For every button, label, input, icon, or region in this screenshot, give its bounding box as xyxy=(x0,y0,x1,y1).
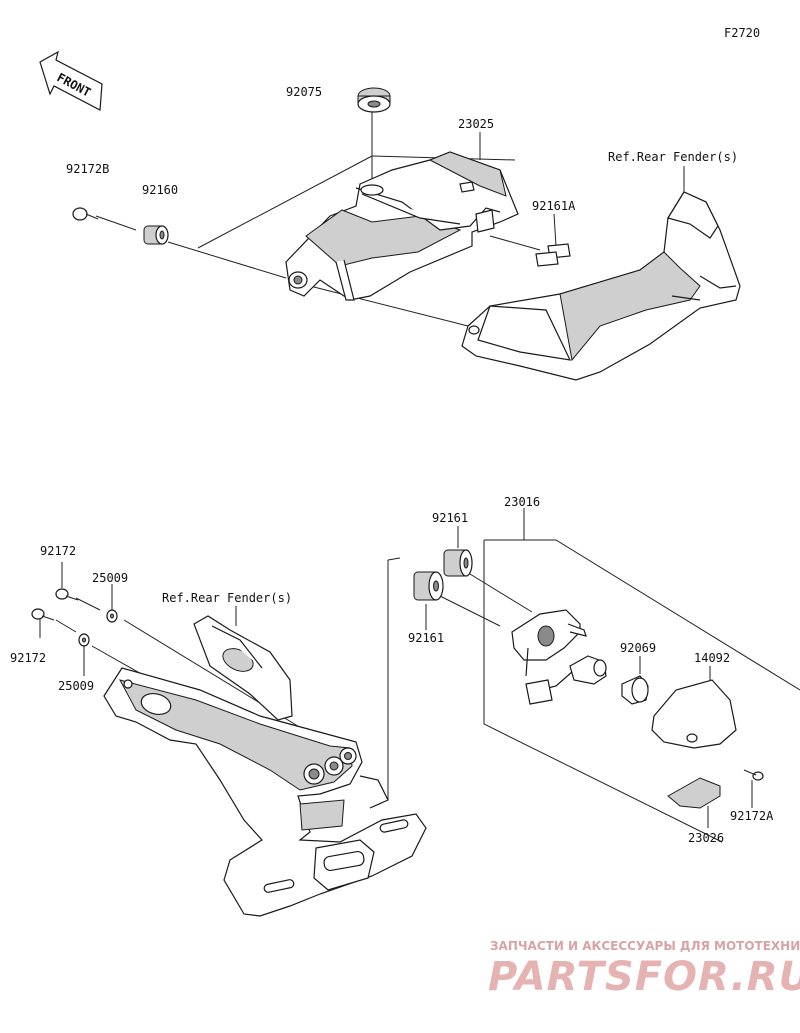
bolt-92172B xyxy=(72,207,99,221)
diagram-code: F2720 xyxy=(724,26,760,40)
rear-fender-ref-upper xyxy=(461,191,741,381)
washer-25009-upper xyxy=(106,609,118,623)
lens-14092 xyxy=(651,679,737,749)
screw-92172A xyxy=(743,769,764,781)
label-92160: 92160 xyxy=(142,183,178,197)
watermark-brand: PARTSFOR.RU xyxy=(488,954,800,1000)
bolt-92172-upper xyxy=(55,588,79,601)
front-arrow-icon: FRONT xyxy=(39,50,103,111)
reflector-23026 xyxy=(667,777,721,809)
rear-fender-ref-lower xyxy=(193,615,293,721)
license-bracket-assembly xyxy=(31,557,427,917)
turn-signal-assembly xyxy=(413,508,800,843)
label-92069: 92069 xyxy=(620,641,656,655)
tail-cover-assembly xyxy=(72,87,741,381)
washer-25009-lower xyxy=(78,633,90,647)
watermark-tagline: ЗАПЧАСТИ И АКСЕССУАРЫ ДЛЯ МОТОТЕХНИКИ xyxy=(490,939,800,953)
grommet-92160 xyxy=(143,225,169,245)
label-92172-top: 92172 xyxy=(40,544,76,558)
bolt-92172-lower xyxy=(31,608,55,621)
clip-92161A xyxy=(535,243,571,267)
bulb-92069 xyxy=(621,675,649,705)
grommet-92161-upper xyxy=(443,549,473,577)
label-23026: 23026 xyxy=(688,831,724,845)
socket-wire xyxy=(525,655,607,705)
label-92161-top: 92161 xyxy=(432,511,468,525)
grommet-92075 xyxy=(357,87,391,113)
label-92172-bottom: 92172 xyxy=(10,651,46,665)
label-14092: 14092 xyxy=(694,651,730,665)
label-25009-bottom: 25009 xyxy=(58,679,94,693)
label-25009-top: 25009 xyxy=(92,571,128,585)
signal-housing xyxy=(511,609,587,677)
label-92161-bottom: 92161 xyxy=(408,631,444,645)
license-plate-bracket xyxy=(103,667,427,917)
label-92075: 92075 xyxy=(286,85,322,99)
label-ref-rear-fender-bottom: Ref.Rear Fender(s) xyxy=(162,591,292,605)
label-23025: 23025 xyxy=(458,117,494,131)
tail-cover-23025 xyxy=(285,151,519,301)
label-ref-rear-fender-top: Ref.Rear Fender(s) xyxy=(608,150,738,164)
label-92161A: 92161A xyxy=(532,199,576,213)
label-23016: 23016 xyxy=(504,495,540,509)
label-92172B: 92172B xyxy=(66,162,109,176)
grommet-92161-lower xyxy=(413,571,444,601)
label-92172A: 92172A xyxy=(730,809,774,823)
